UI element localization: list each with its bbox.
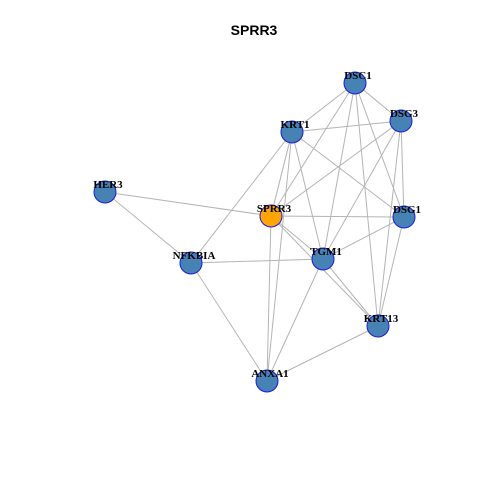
edge-dsg1-krt13: [377, 216, 405, 327]
edge-sprr3-dsg1: [270, 215, 405, 218]
diagram-title: SPRR3: [231, 22, 278, 38]
node-circle: [255, 369, 279, 393]
edge-nfkbia-tgm1: [190, 258, 324, 264]
edge-sprr3-her3: [104, 191, 272, 217]
edge-dsc1-krt1: [291, 82, 356, 133]
node-anxa1: ANXA1: [251, 368, 289, 393]
edge-dsg1-tgm1: [322, 216, 405, 260]
node-label: ANXA1: [251, 368, 288, 380]
edge-sprr3-dsc1: [270, 82, 356, 217]
node-circle: [366, 314, 390, 338]
node-krt1: KRT1: [280, 119, 310, 144]
edge-nfkbia-anxa1: [190, 262, 268, 382]
node-circle: [280, 120, 304, 144]
edge-krt1-tgm1: [291, 131, 324, 260]
edge-dsg3-tgm1: [322, 120, 402, 260]
edge-sprr3-anxa1: [266, 215, 272, 382]
edge-dsg3-krt1: [291, 120, 402, 133]
node-her3: HER3: [93, 179, 123, 204]
node-label: SPRR3: [257, 203, 292, 215]
node-circle: [343, 71, 367, 95]
node-tgm1: TGM1: [310, 246, 342, 271]
node-label: NFKBIA: [173, 250, 216, 262]
edge-dsc1-krt13: [354, 82, 379, 327]
node-circle: [311, 247, 335, 271]
edge-tgm1-krt13: [322, 258, 379, 327]
edge-tgm1-anxa1: [266, 258, 324, 382]
node-label: DSG3: [390, 108, 419, 120]
edge-sprr3-krt1: [270, 131, 293, 217]
edge-her3-nfkbia: [104, 191, 192, 264]
node-dsg3: DSG3: [389, 108, 419, 133]
edge-krt1-anxa1: [266, 131, 293, 382]
node-label: KRT1: [281, 119, 310, 131]
node-label: KRT13: [364, 313, 399, 325]
node-label: DSG1: [393, 204, 421, 216]
node-dsg1: DSG1: [392, 204, 421, 229]
node-circle: [392, 205, 416, 229]
node-dsc1: DSC1: [343, 70, 372, 95]
node-circle: [259, 204, 283, 228]
edge-krt1-nfkbia: [190, 131, 293, 264]
node-label: DSC1: [344, 70, 372, 82]
node-circle: [389, 109, 413, 133]
edge-sprr3-dsg3: [270, 120, 402, 217]
edge-dsc1-dsg1: [354, 82, 405, 218]
node-label: TGM1: [310, 246, 342, 258]
node-circle: [93, 180, 117, 204]
edge-sprr3-krt13: [270, 215, 379, 327]
edges-layer: [104, 82, 405, 382]
node-krt13: KRT13: [364, 313, 399, 338]
node-nfkbia: NFKBIA: [173, 250, 216, 275]
edge-dsc1-tgm1: [322, 82, 356, 260]
edge-krt13-anxa1: [266, 325, 379, 382]
node-circle: [179, 251, 203, 275]
node-sprr3: SPRR3: [257, 203, 292, 228]
edge-dsg3-dsg1: [400, 120, 405, 218]
edge-krt1-dsg1: [291, 131, 405, 218]
node-label: HER3: [93, 179, 123, 191]
edge-dsg3-krt13: [377, 120, 402, 327]
